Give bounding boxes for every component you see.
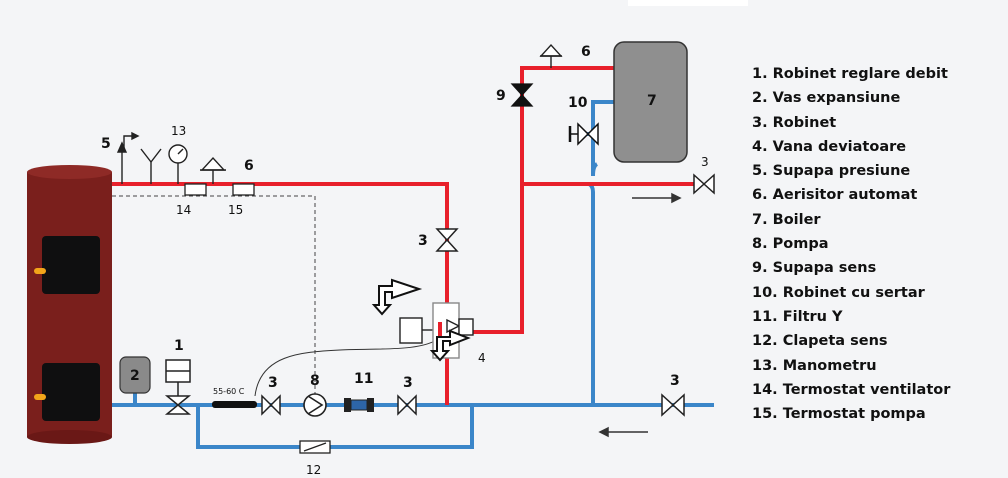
temperature-sensor bbox=[212, 401, 257, 408]
boiler-tank bbox=[613, 41, 688, 163]
valve-3-return-right bbox=[661, 393, 685, 417]
legend-item: 10. Robinet cu sertar bbox=[752, 284, 925, 301]
legend-item: 4. Vana deviatoare bbox=[752, 138, 907, 155]
label-15: 15 bbox=[228, 203, 243, 217]
label-3c: 3 bbox=[670, 373, 680, 389]
legend-item: 9. Supapa sens bbox=[752, 260, 877, 277]
legend-item: 13. Manometru bbox=[752, 357, 877, 374]
label-1: 1 bbox=[174, 338, 184, 354]
hollow-arrow-lower bbox=[429, 329, 471, 362]
legend-item: 1. Robinet reglare debit bbox=[752, 66, 948, 82]
expansion-vessel bbox=[119, 356, 151, 405]
legend: 1. Robinet reglare debit 2. Vas expansiu… bbox=[752, 62, 1002, 426]
flow-arrow-left bbox=[598, 426, 648, 438]
check-valve-9 bbox=[510, 83, 534, 107]
legend-item: 15. Termostat pompa bbox=[752, 406, 926, 423]
y-filter bbox=[344, 398, 374, 412]
label-6b: 6 bbox=[244, 158, 254, 174]
legend-item: 7. Boiler bbox=[752, 211, 821, 228]
sensor-wire bbox=[254, 337, 441, 397]
label-9: 9 bbox=[496, 88, 506, 104]
air-vent-6-left bbox=[200, 156, 226, 184]
label-10: 10 bbox=[568, 95, 588, 111]
label-6a: 6 bbox=[581, 44, 591, 60]
valve-3-after-filter bbox=[397, 394, 417, 416]
label-3b: 3 bbox=[403, 375, 413, 391]
legend-item: 3. Robinet bbox=[752, 114, 837, 131]
legend-item: 12. Clapeta sens bbox=[752, 333, 888, 350]
legend-item: 5. Supapa presiune bbox=[752, 163, 911, 180]
label-14: 14 bbox=[176, 203, 191, 217]
furnace bbox=[27, 165, 112, 444]
valve-3-supply-right bbox=[693, 173, 715, 195]
manometer bbox=[168, 144, 188, 184]
legend-item: 2. Vas expansiune bbox=[752, 90, 901, 107]
legend-item: 11. Filtru Y bbox=[752, 308, 843, 325]
flow-adjust-valve bbox=[164, 359, 192, 415]
label-7: 7 bbox=[647, 93, 657, 109]
label-4: 4 bbox=[478, 351, 486, 365]
sensor-temp-label: 55-60 C bbox=[213, 387, 245, 396]
thermostat-pump-15 bbox=[232, 183, 255, 196]
hollow-arrow-upper bbox=[371, 278, 423, 316]
label-3e: 3 bbox=[701, 155, 709, 169]
legend-item: 14. Termostat ventilator bbox=[752, 381, 951, 398]
legend-item: 6. Aerisitor automat bbox=[752, 187, 918, 204]
legend-item: 8. Pompa bbox=[752, 236, 829, 253]
air-vent-6-right bbox=[539, 43, 563, 68]
check-flap bbox=[299, 440, 331, 454]
label-12: 12 bbox=[306, 463, 321, 477]
label-3a: 3 bbox=[268, 375, 278, 391]
y-branch-fitting bbox=[140, 148, 162, 184]
thermostat-fan-14 bbox=[184, 183, 207, 196]
flow-arrow-right bbox=[632, 192, 682, 204]
label-13: 13 bbox=[171, 124, 186, 138]
sensor-dashed-line bbox=[112, 195, 316, 398]
valve-3-pump-left bbox=[261, 394, 281, 416]
label-2: 2 bbox=[130, 368, 140, 384]
label-8: 8 bbox=[310, 373, 320, 389]
pump bbox=[303, 393, 327, 417]
pressure-valve-5 bbox=[116, 131, 140, 184]
label-11: 11 bbox=[354, 371, 373, 387]
label-3d: 3 bbox=[418, 233, 428, 249]
label-5: 5 bbox=[101, 136, 111, 152]
gate-valve-10 bbox=[568, 122, 599, 146]
valve-3-supply bbox=[435, 228, 459, 252]
